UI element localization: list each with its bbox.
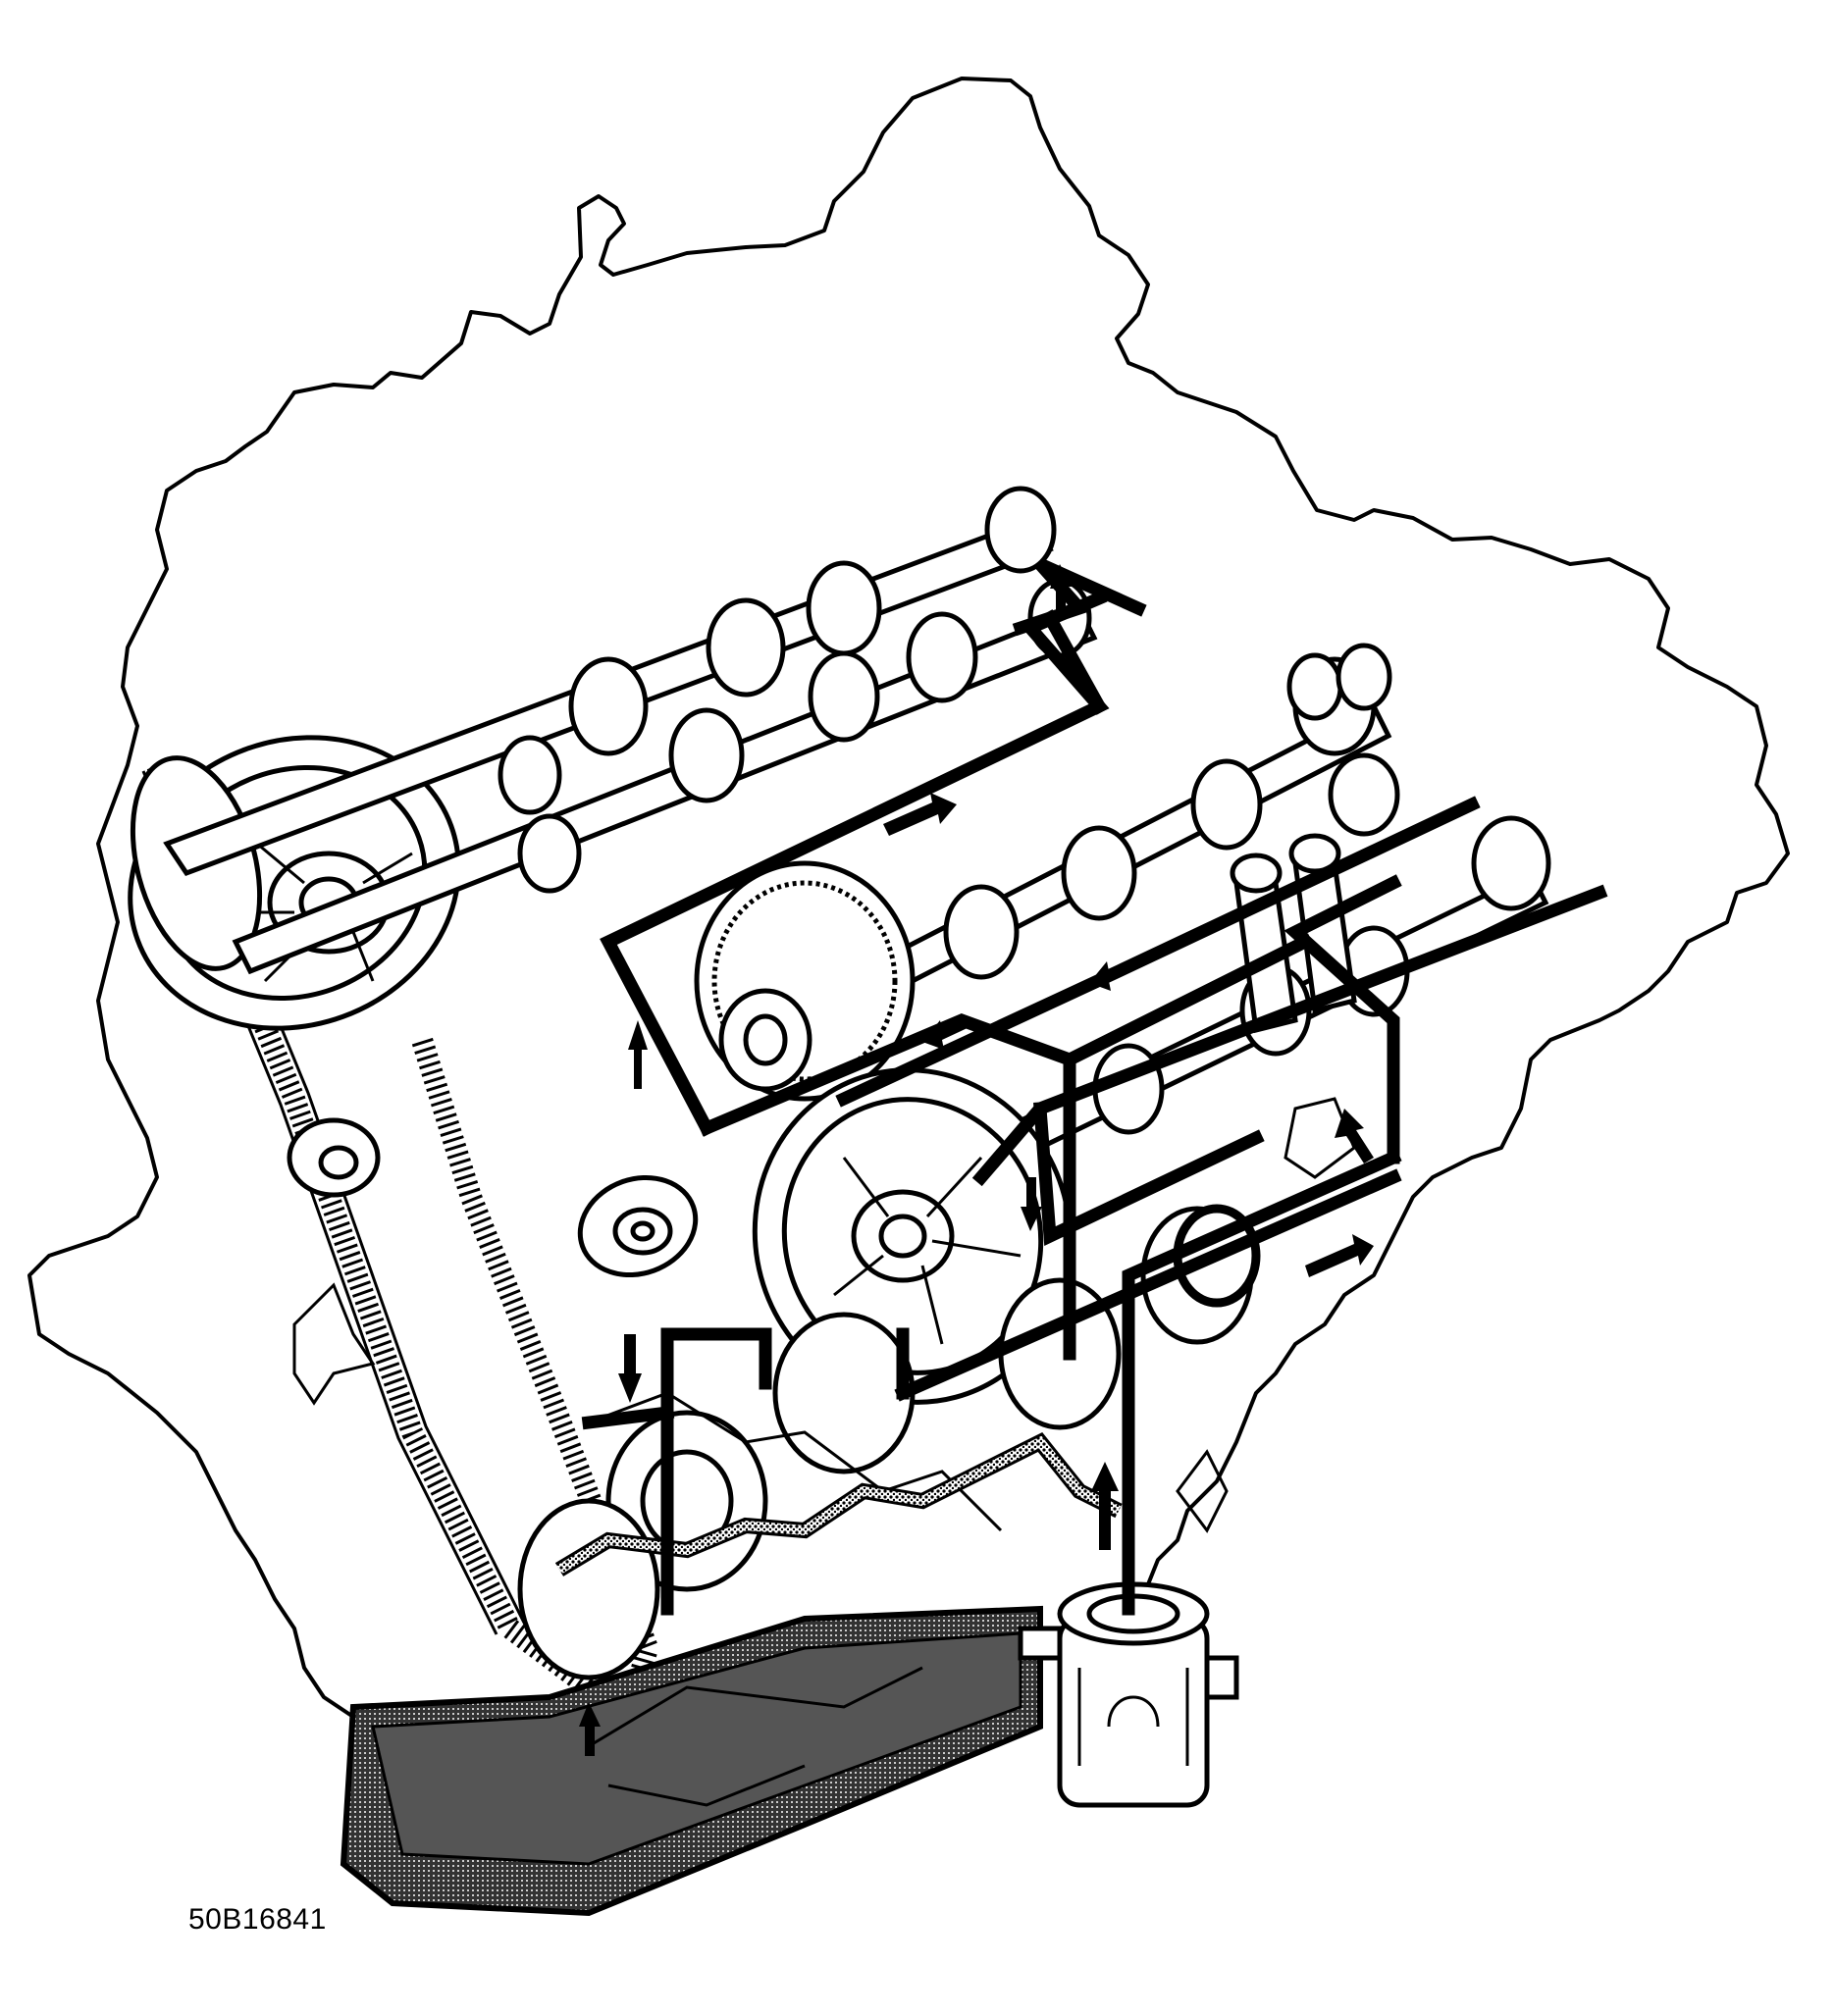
tensioner-pulley-left	[287, 1117, 381, 1198]
valve-lifters	[1230, 643, 1392, 1034]
figure-code: 50B16841	[188, 1903, 327, 1936]
arrow-up-right	[1335, 1109, 1374, 1163]
block-detail-lines	[292, 1097, 1356, 1533]
flow-arrows	[579, 564, 1374, 1756]
arrow-pan-up	[579, 1702, 601, 1756]
arrow-left-bank-flow	[922, 1018, 971, 1050]
idler-pulley-center	[577, 1174, 699, 1278]
oil-gallery-fill	[556, 1435, 1122, 1575]
arrow-down-center	[1021, 1177, 1042, 1231]
arrow-right-lower	[1305, 1234, 1374, 1277]
arrow-down-left	[618, 1334, 642, 1403]
arrow-up-filter	[1091, 1462, 1119, 1550]
arrow-right-upper	[883, 793, 957, 836]
arrow-left-center	[1089, 959, 1138, 991]
engine-block-outline	[27, 77, 1790, 1778]
oil-pan	[340, 1605, 1043, 1917]
arrow-up-left-gear	[628, 1020, 648, 1089]
left-bank-camshafts	[163, 486, 1098, 975]
right-cam-gear	[694, 860, 916, 1102]
arrow-up-top	[1050, 564, 1072, 613]
